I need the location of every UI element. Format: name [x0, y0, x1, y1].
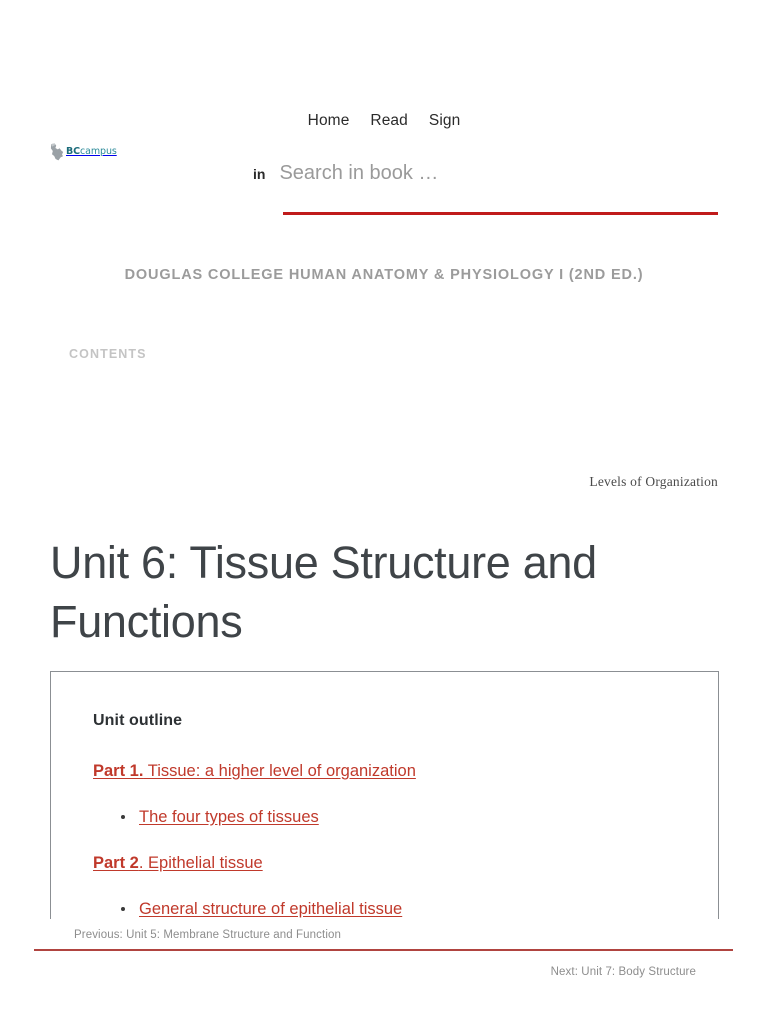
bccampus-logo[interactable]: BCcampus [50, 142, 117, 162]
list-item: General structure of epithelial tissue [121, 897, 676, 921]
outline-part-2-sublist: General structure of epithelial tissue [93, 897, 676, 921]
search-underline [283, 212, 718, 215]
outline-part-1-sublist: The four types of tissues [93, 805, 676, 829]
book-search-form: in [253, 159, 719, 188]
site-header: BCcampus Home Read Sign in [0, 0, 768, 232]
outline-part-1-text: Tissue: a higher level of organization [143, 762, 416, 780]
logo-bold-text: BC [66, 146, 81, 158]
part-label: Levels of Organization [589, 474, 718, 489]
nav-read[interactable]: Read [370, 112, 408, 129]
previous-chapter-link[interactable]: Previous: Unit 5: Membrane Structure and… [74, 929, 341, 941]
list-item: The four types of tissues [121, 805, 676, 829]
search-scope-label: in [253, 166, 266, 182]
outline-part-1: Part 1. Tissue: a higher level of organi… [93, 759, 676, 783]
nav-sign[interactable]: Sign [428, 112, 461, 129]
primary-navigation: Home Read Sign [0, 110, 768, 132]
logo-light-text: campus [80, 146, 117, 158]
bc-map-icon [50, 143, 64, 161]
unit-outline-heading: Unit outline [93, 712, 183, 729]
outline-part-1-link[interactable]: Part 1. Tissue: a higher level of organi… [93, 762, 416, 780]
chapter-footer-navigation: Previous: Unit 5: Membrane Structure and… [0, 919, 768, 1024]
outline-sublink-general-structure[interactable]: General structure of epithelial tissue [139, 900, 403, 918]
contents-toggle-button[interactable]: CONTENTS [69, 347, 147, 361]
bccampus-wordmark: BCcampus [66, 147, 117, 157]
page-title: Unit 6: Tissue Structure and Functions [50, 537, 597, 648]
outline-part-2-text: . Epithelial tissue [138, 854, 263, 872]
book-title: DOUGLAS COLLEGE HUMAN ANATOMY & PHYSIOLO… [124, 267, 644, 283]
outline-part-2-link[interactable]: Part 2. Epithelial tissue [93, 854, 263, 872]
next-chapter-link[interactable]: Next: Unit 7: Body Structure [550, 966, 696, 978]
nav-home[interactable]: Home [307, 112, 350, 129]
outline-part-1-number: Part 1. [93, 762, 144, 780]
outline-part-2: Part 2. Epithelial tissue [93, 851, 676, 875]
outline-part-2-number: Part 2 [93, 854, 139, 872]
search-input[interactable] [279, 159, 719, 187]
outline-sublink-four-types[interactable]: The four types of tissues [139, 808, 319, 826]
footer-divider [34, 949, 733, 951]
